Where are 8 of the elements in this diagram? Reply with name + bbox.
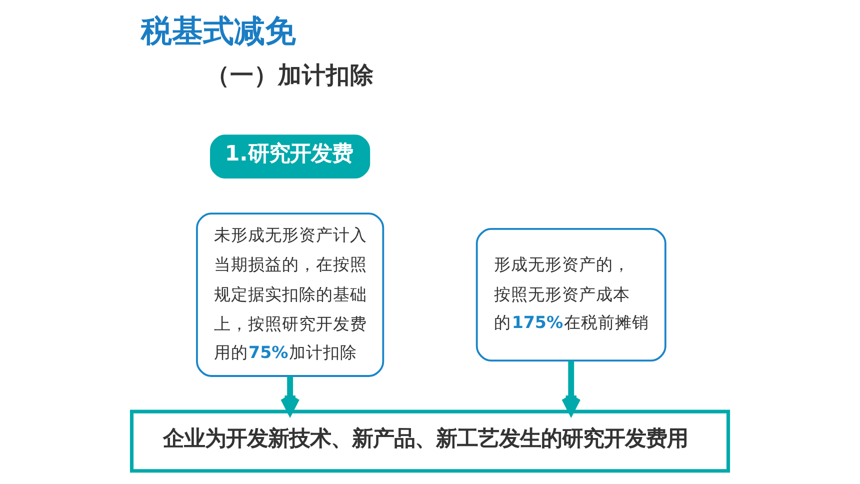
diagram-title: 税基式减免 <box>141 13 296 50</box>
arrow <box>280 376 300 415</box>
label: （一）加计扣除 <box>206 61 374 90</box>
arrow <box>562 360 581 415</box>
node-box: 形成无形资产的，按照无形资产成本的175%在税前摊销 <box>476 228 666 362</box>
node-box: 1.研究开发费 <box>210 134 370 179</box>
node-box: 未形成无形资产计入当期损益的，在按照规定据实扣除的基础上，按照研究开发费用的75%加计扣除 <box>196 212 384 377</box>
node-box: 企业为开发新技术、新产品、新工艺发生的研究开发费用 <box>130 410 730 473</box>
